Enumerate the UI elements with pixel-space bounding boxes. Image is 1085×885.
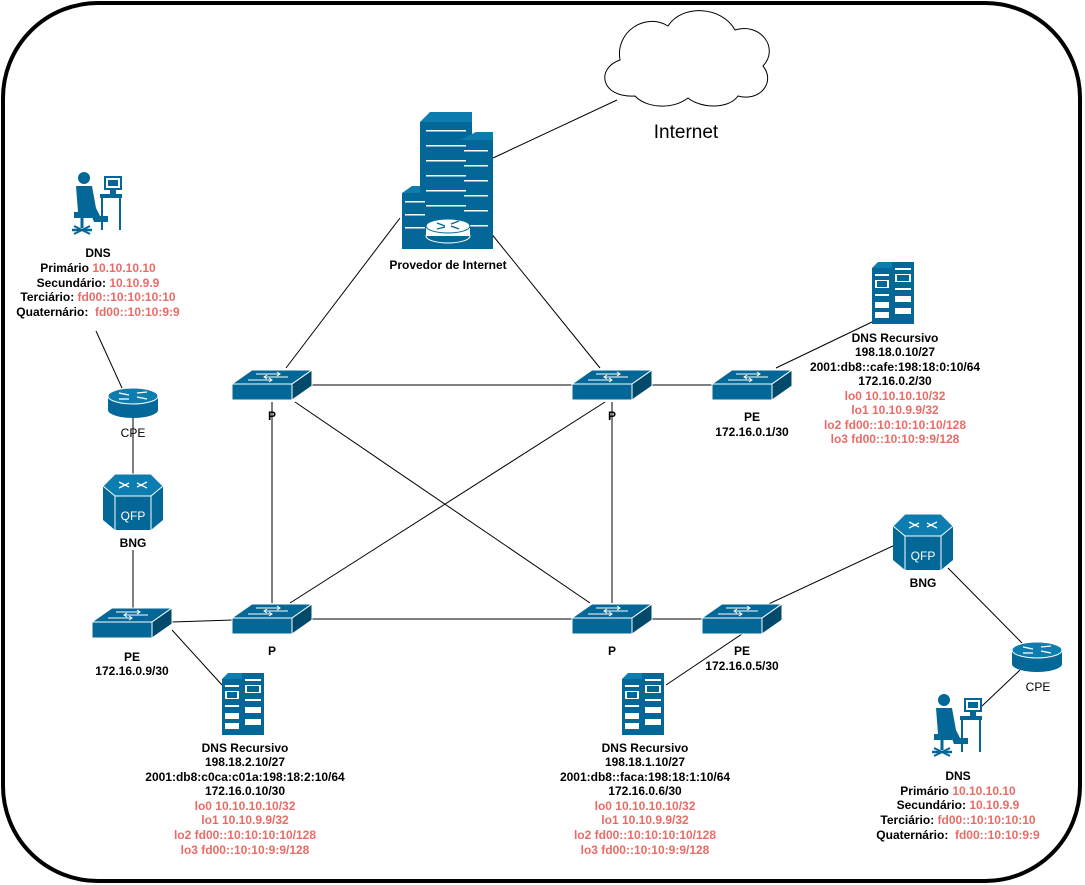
dns-row: Terciário: fd00::10:10:10:10 [880, 813, 1036, 827]
dns-row: Quaternário: fd00::10:10:9:9 [876, 828, 1040, 842]
resolver-link-ip: 172.16.0.10/30 [205, 784, 285, 798]
link-pe1-resolver [775, 321, 873, 369]
resolver-ipv4: 198.18.1.10/27 [605, 755, 685, 769]
link-isp-internet [492, 99, 618, 159]
pe-ip: 172.16.0.9/30 [95, 664, 169, 678]
resolver-ipv6: 2001:db8:c0ca:c01a:198:18:2:10/64 [145, 770, 345, 784]
link-isp-p2 [489, 231, 601, 369]
resolver-ipv4: 198.18.0.10/27 [855, 345, 935, 359]
dns-row: Terciário: fd00::10:10:10:10 [20, 290, 176, 304]
dns-row: Secundário: 10.10.9.9 [37, 276, 160, 290]
isp-building-icon [402, 112, 493, 249]
server-rack-icon [622, 673, 664, 735]
link-pe3-resolver [665, 633, 743, 686]
link-cpe-user [981, 669, 1021, 707]
bng-right: QFP BNG [892, 513, 954, 590]
resolver-lo2: lo2 fd00::10:10:10:10/128 [174, 828, 316, 842]
router-icon [107, 387, 159, 419]
resolver-ipv6: 2001:db8::cafe:198:18:0:10/64 [810, 360, 980, 374]
resolver-lo0: lo0 10.10.10.10/32 [845, 389, 946, 403]
link-bng-cpe [947, 567, 1023, 644]
resolver-lo3: lo3 fd00::10:10:9:9/128 [581, 843, 710, 857]
dns-resolver-bottom-left: DNS Recursivo 198.18.2.10/27 2001:db8:c0… [145, 673, 345, 857]
p-router-bottom-left: P [231, 603, 313, 658]
server-rack-icon [222, 673, 264, 735]
cpe-label: CPE [1026, 680, 1051, 694]
link-isp-p1 [285, 217, 401, 369]
dns-client-right: DNS Primário 10.10.10.10 Secundário: 10.… [876, 692, 1040, 842]
links [95, 99, 1023, 707]
resolver-lo2: lo2 fd00::10:10:10:10/128 [574, 828, 716, 842]
pe-ip: 172.16.0.5/30 [705, 659, 779, 673]
pe-router-top-right: PE 172.16.0.1/30 [711, 369, 793, 439]
p-label: P [608, 409, 616, 423]
pe-title: PE [734, 644, 750, 658]
resolver-lo3: lo3 fd00::10:10:9:9/128 [831, 432, 960, 446]
cpe-left: CPE [107, 387, 159, 440]
resolver-lo1: lo1 10.10.9.9/32 [201, 813, 289, 827]
dns-client-left: DNS Primário 10.10.10.10 Secundário: 10.… [16, 170, 180, 319]
resolver-lo3: lo3 fd00::10:10:9:9/128 [181, 843, 310, 857]
internet-label: Internet [654, 122, 719, 143]
qfp-text: QFP [121, 509, 146, 523]
resolver-link-ip: 172.16.0.2/30 [858, 374, 932, 388]
isp-node: Provedor de Internet [389, 112, 507, 272]
pe-title: PE [124, 650, 140, 664]
resolver-lo1: lo1 10.10.9.9/32 [851, 403, 939, 417]
pe-ip: 172.16.0.1/30 [715, 425, 789, 439]
link-pe2-p3 [171, 619, 234, 623]
dns-resolver-top-right: DNS Recursivo 198.18.0.10/27 2001:db8::c… [810, 262, 980, 446]
link-user-cpe [95, 330, 123, 389]
pe-router-left: PE 172.16.0.9/30 [91, 607, 173, 678]
internet-cloud: Internet [604, 10, 770, 143]
dns-row: Secundário: 10.10.9.9 [897, 798, 1020, 812]
dns-title: DNS [945, 769, 970, 783]
dns-row: Primário 10.10.10.10 [900, 784, 1016, 798]
p-label: P [268, 644, 276, 658]
cloud-icon [604, 10, 770, 107]
resolver-lo2: lo2 fd00::10:10:10:10/128 [824, 418, 966, 432]
cpe-label: CPE [121, 426, 146, 440]
resolver-title: DNS Recursivo [852, 331, 939, 345]
server-rack-icon [872, 262, 914, 324]
bng-left: QFP BNG [102, 473, 164, 550]
p-router-top-right: P [571, 369, 653, 423]
link-pe3-bng [759, 544, 896, 609]
link-p1-p4 [294, 401, 591, 604]
p-router-bottom-right: P [571, 603, 653, 658]
p-label: P [268, 409, 276, 423]
resolver-lo0: lo0 10.10.10.10/32 [195, 799, 296, 813]
qfp-text: QFP [911, 549, 936, 563]
p-router-top-left: P [231, 369, 313, 423]
router-icon [1011, 641, 1063, 673]
bng-label: BNG [120, 536, 147, 550]
resolver-ipv4: 198.18.2.10/27 [205, 755, 285, 769]
link-p2-p3 [289, 401, 606, 604]
isp-label: Provedor de Internet [389, 258, 506, 272]
resolver-ipv6: 2001:db8::faca:198:18:1:10/64 [560, 770, 730, 784]
resolver-title: DNS Recursivo [202, 741, 289, 755]
dns-resolver-bottom-middle: DNS Recursivo 198.18.1.10/27 2001:db8::f… [560, 673, 730, 857]
resolver-lo1: lo1 10.10.9.9/32 [601, 813, 689, 827]
resolver-lo0: lo0 10.10.10.10/32 [595, 799, 696, 813]
p-label: P [608, 644, 616, 658]
dns-row: Quaternário: fd00::10:10:9:9 [16, 305, 180, 319]
pe-router-bottom-right: PE 172.16.0.5/30 [701, 603, 783, 673]
cpe-right: CPE [1011, 641, 1063, 694]
bng-label: BNG [910, 576, 937, 590]
dns-title: DNS [85, 246, 110, 260]
link-pe2-resolver [171, 629, 223, 686]
resolver-title: DNS Recursivo [602, 741, 689, 755]
dns-row: Primário 10.10.10.10 [40, 261, 156, 275]
resolver-link-ip: 172.16.0.6/30 [608, 784, 682, 798]
pe-title: PE [744, 410, 760, 424]
